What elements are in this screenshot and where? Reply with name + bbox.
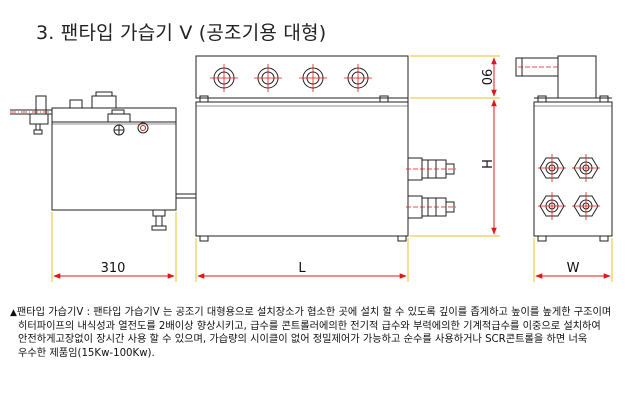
note-line-3: 안전하게고장없이 장시간 사용 할 수 있으며, 가습량의 시이클이 없어 정밀… (18, 334, 588, 346)
note-line-4: 우수한 제품임(15Kw-100Kw). (18, 347, 155, 359)
triangle-marker-icon: ▲ (10, 308, 17, 318)
side-view (515, 55, 613, 242)
dim-label-height: H (478, 159, 493, 169)
main-body (195, 55, 455, 242)
note-line-2: 히터파이프의 내식성과 열전도를 2배이상 향상시키고, 급수를 콘트롤러에의한… (18, 321, 601, 333)
description-note: ▲팬타입 가습기V : 팬타입 가습기V 는 공조기 대형용으로 설치장소가 협… (10, 306, 625, 360)
dim-label-width: W (567, 261, 580, 276)
side-tank (10, 91, 196, 231)
note-line-1-text: 팬타입 가습기V : 팬타입 가습기V 는 공조기 대형용으로 설치장소가 협소… (16, 307, 612, 318)
dim-label-length: L (298, 261, 306, 276)
dim-label-90: 90 (478, 69, 493, 86)
note-line-1: ▲팬타입 가습기V : 팬타입 가습기V 는 공조기 대형용으로 설치장소가 협… (10, 306, 625, 320)
dim-label-310: 310 (101, 261, 126, 276)
page-title: 3. 팬타입 가습기 V (공조기용 대형) (36, 22, 327, 44)
dimension-lines (51, 55, 613, 282)
